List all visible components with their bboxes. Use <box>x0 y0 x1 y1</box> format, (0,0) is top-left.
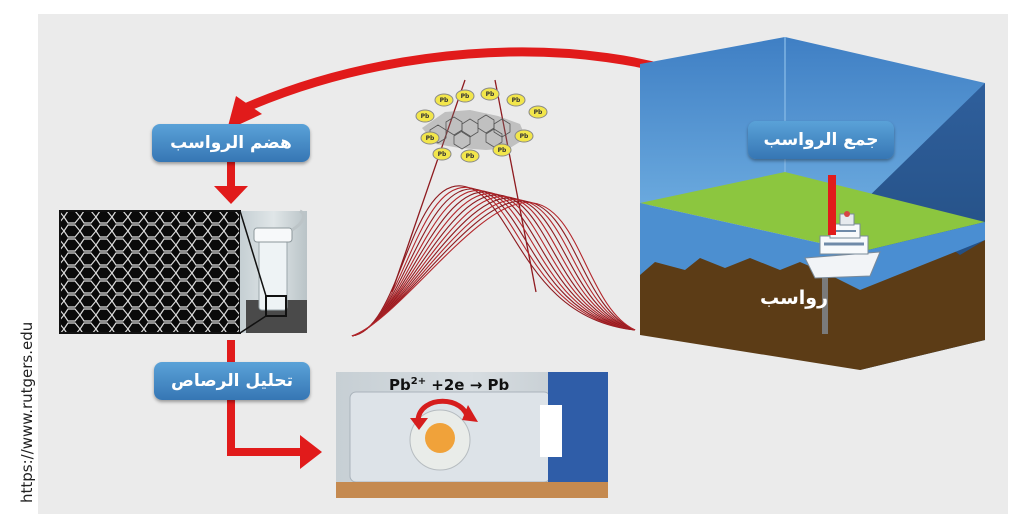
pb-ion-label: Pb <box>512 97 521 104</box>
reaction-prefix: Pb <box>389 376 411 394</box>
pb-ion-label: Pb <box>426 135 435 142</box>
reaction-arrow: → <box>470 376 483 394</box>
voltammetry-curve <box>351 201 636 337</box>
pb-ion-label: Pb <box>466 153 475 160</box>
sample-images <box>59 209 307 334</box>
voltammetry-curve <box>351 194 636 337</box>
collect-sediments-label: جمع الرواسب <box>748 121 894 159</box>
water-body-illustration <box>640 37 985 370</box>
voltammetry-curve <box>351 192 636 337</box>
voltammetry-curve <box>351 191 636 337</box>
pb-ion-label: Pb <box>520 133 529 140</box>
digest-arrow <box>214 162 248 204</box>
pb-ion-label: Pb <box>438 151 447 158</box>
voltammetry-curve <box>351 200 636 337</box>
graphene-molecule-icon <box>422 110 526 150</box>
voltammetry-curve <box>351 188 636 337</box>
voltammetry-curves <box>351 79 636 337</box>
pb-ion-label: Pb <box>461 93 470 100</box>
voltammetry-curve <box>351 195 636 337</box>
lead-analysis-label: تحليل الرصاص <box>154 362 310 400</box>
reaction-middle: +2e <box>426 376 470 394</box>
voltammetry-curve <box>351 189 636 337</box>
reaction-equation: Pb2+ +2e → Pb <box>389 376 509 394</box>
source-credit: https://www.rutgers.edu <box>18 321 36 503</box>
analyze-arrow <box>227 340 322 469</box>
voltammetry-curve <box>351 197 636 337</box>
cycle-arrow-icon <box>410 398 478 430</box>
reaction-superscript: 2+ <box>411 376 426 387</box>
voltammetry-curve <box>351 198 636 337</box>
pb-ion-label: Pb <box>498 147 507 154</box>
reaction-product: Pb <box>482 376 509 394</box>
boat-icon <box>804 211 881 279</box>
sediment-label: رواسب <box>760 287 828 309</box>
sensor-photo <box>336 372 608 498</box>
voltammetry-curve <box>351 186 636 337</box>
microscope-image <box>59 210 241 334</box>
pb-ion-label: Pb <box>440 97 449 104</box>
pb-ion-label: Pb <box>486 91 495 98</box>
pb-ion-label: Pb <box>534 109 543 116</box>
pb-ions <box>415 87 548 163</box>
digest-sediments-label: هضم الرواسب <box>152 124 310 162</box>
pb-ion-label: Pb <box>421 113 430 120</box>
voltammetry-curve <box>351 185 636 337</box>
